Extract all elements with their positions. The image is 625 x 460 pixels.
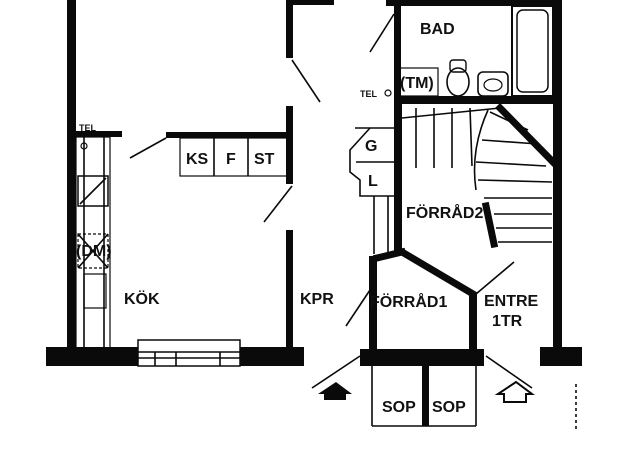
- room-label-dm: (DM): [76, 243, 112, 260]
- washing-machine-box: [399, 67, 439, 97]
- hall-closets: [349, 127, 394, 254]
- bathroom-fixtures: [399, 5, 554, 97]
- room-label-entre: ENTRE: [484, 293, 539, 310]
- wall-diag-b: [397, 247, 478, 299]
- wall-tel-stub: [76, 131, 122, 137]
- wall-top-stub-left: [286, 0, 334, 5]
- closet-label-g: G: [365, 138, 377, 155]
- door-swings: [129, 13, 515, 327]
- wall-storage1-right: [469, 292, 477, 352]
- room-label-sop-right: SOP: [432, 399, 466, 416]
- closet-label-l: L: [368, 173, 378, 190]
- wall-bottom-right: [540, 347, 582, 366]
- room-label-entre-floor: 1TR: [492, 313, 523, 330]
- tel-kitchen-label: TEL: [79, 123, 97, 133]
- cabinet-label-f: F: [226, 151, 236, 168]
- wall-partition-middle: [286, 106, 293, 184]
- wall-bottom-entrance: [360, 349, 484, 366]
- wall-storage2-left: [394, 104, 402, 252]
- wall-partition-upper: [286, 0, 293, 58]
- dishwasher-box: [77, 233, 109, 269]
- wall-bathroom-top: [386, 0, 562, 6]
- kitchen-window: [137, 339, 241, 367]
- bathtub-icon: [511, 5, 554, 97]
- wall-storage1-left: [369, 256, 377, 352]
- room-label-bad: BAD: [420, 21, 455, 38]
- tel-kitchen-icon: [80, 142, 88, 150]
- toilet-icon: [446, 67, 470, 97]
- room-label-kok: KÖK: [124, 289, 160, 308]
- room-label-forrad2: FÖRRÅD2: [406, 203, 483, 222]
- wall-bottom-left: [46, 347, 138, 366]
- room-label-forrad1: FÖRRÅD1: [370, 292, 447, 311]
- wall-bathroom-bottom: [394, 96, 562, 104]
- wall-sop-divider: [422, 366, 429, 426]
- cabinet-label-st: ST: [254, 151, 275, 168]
- entrance-arrow-left-icon: [318, 382, 352, 400]
- wall-bottom-middle: [240, 347, 304, 366]
- room-label-sop-left: SOP: [382, 399, 416, 416]
- tel-hall-label: TEL: [360, 89, 378, 99]
- entrance-arrow-right-icon: [494, 380, 535, 403]
- wall-partition-lower: [286, 230, 293, 352]
- room-label-tm: (TM): [400, 75, 434, 92]
- wall-stair-newel: [481, 201, 499, 249]
- wall-left: [67, 0, 76, 352]
- walls: [46, 0, 582, 426]
- tel-hall-icon: [384, 89, 392, 97]
- diagonal-walls: [372, 103, 558, 299]
- entrance-line-right: [485, 355, 533, 389]
- wall-stair-right: [553, 104, 562, 164]
- wall-counter-top: [166, 132, 293, 138]
- staircase: [401, 107, 553, 243]
- kitchen-cabinets: [179, 137, 288, 177]
- cabinet-label-ks: KS: [186, 151, 209, 168]
- sop-area: [371, 366, 477, 427]
- room-label-kpr: KPR: [300, 291, 334, 308]
- kitchen-counter: [75, 136, 111, 350]
- wall-right: [553, 0, 562, 352]
- wall-bathroom-left: [394, 6, 401, 102]
- kitchen-sink-icon: [83, 273, 107, 309]
- sink-icon: [477, 71, 509, 97]
- wall-stair-diagonal: [495, 103, 558, 167]
- entrance-line-left: [311, 355, 361, 389]
- stove-icon: [77, 175, 109, 207]
